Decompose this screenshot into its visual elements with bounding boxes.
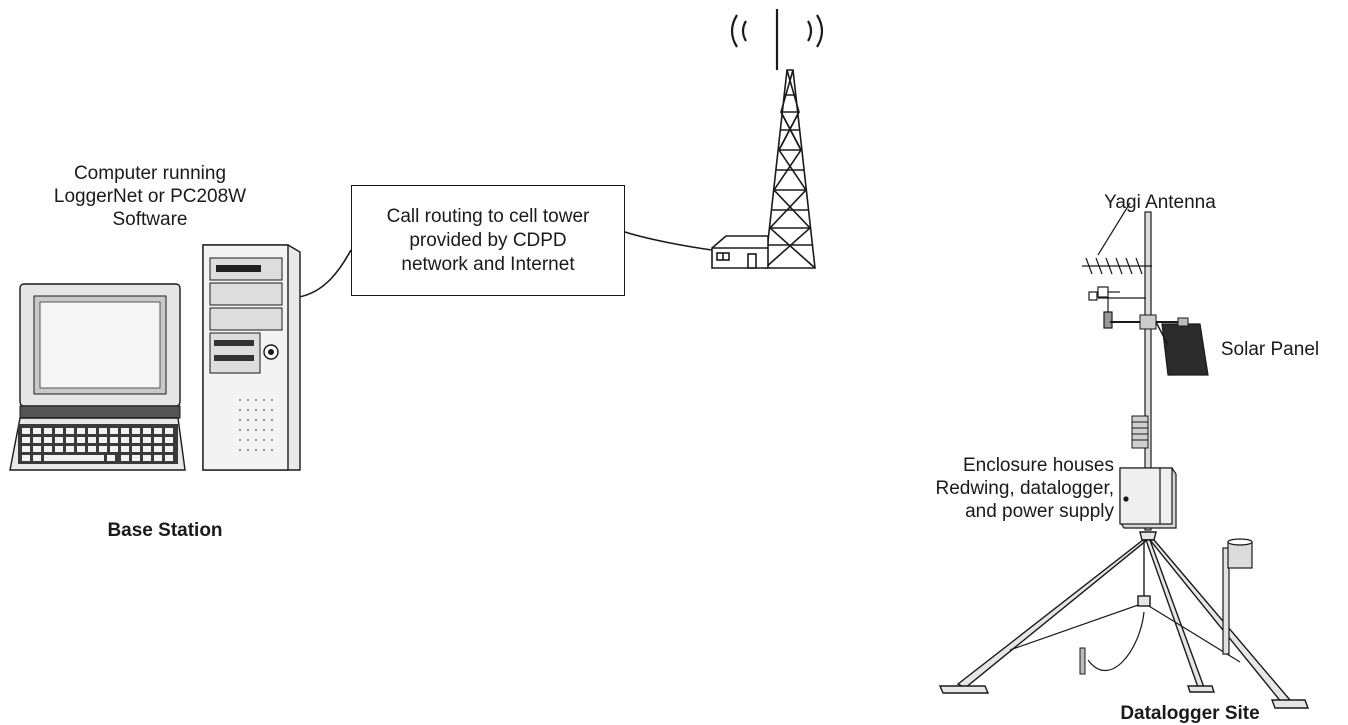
sensor-cable xyxy=(1087,611,1145,672)
datalogger-site-title: Datalogger Site xyxy=(1120,703,1260,724)
callout-line-3: network and Internet xyxy=(401,253,575,275)
callout-line-1: Call routing to cell tower xyxy=(386,205,590,227)
base-station-title: Base Station xyxy=(107,520,223,541)
solar-panel-icon xyxy=(1155,317,1209,376)
yagi-antenna-icon xyxy=(1082,257,1152,275)
network-callout-box: Call routing to cell tower provided by C… xyxy=(351,185,625,296)
link-network-to-tower xyxy=(624,231,713,251)
pc-tower-icon xyxy=(202,244,301,471)
enclosure-icon xyxy=(1119,467,1177,529)
cell-tower-illustration xyxy=(711,9,824,269)
callout-line-2: provided by CDPD xyxy=(409,229,567,251)
lattice-tower-icon xyxy=(764,69,816,269)
enclosure-label-line-2: Redwing, datalogger, xyxy=(935,478,1114,499)
soil-probe-icon xyxy=(1079,647,1086,675)
computer-label-line-2: LoggerNet or PC208W xyxy=(53,186,247,207)
radiation-shield-icon xyxy=(1131,415,1149,449)
radio-wave-icon xyxy=(730,9,824,70)
antenna-pointer-line xyxy=(1097,202,1131,256)
computer-illustration xyxy=(9,244,301,471)
equipment-shelter-icon xyxy=(711,235,769,269)
keyboard-icon xyxy=(9,417,186,471)
weather-station-illustration xyxy=(938,202,1310,709)
solar-panel-label: Solar Panel xyxy=(1220,339,1320,360)
enclosure-label-line-3: and power supply xyxy=(965,501,1114,522)
computer-label-line-1: Computer running xyxy=(73,163,227,184)
wind-sensor-icon xyxy=(1088,286,1146,329)
computer-label-line-3: Software xyxy=(112,209,188,230)
mast xyxy=(1144,211,1152,531)
enclosure-label: Enclosure houses Redwing, datalogger, an… xyxy=(935,454,1114,523)
yagi-antenna-label: Yagi Antenna xyxy=(1104,192,1216,213)
tripod-icon xyxy=(938,531,1310,709)
computer-label: Computer running LoggerNet or PC208W Sof… xyxy=(30,162,270,231)
cable-computer-to-network xyxy=(298,249,352,298)
rain-gauge-icon xyxy=(1222,538,1253,655)
enclosure-label-line-1: Enclosure houses xyxy=(962,455,1114,476)
monitor-icon xyxy=(19,283,181,419)
